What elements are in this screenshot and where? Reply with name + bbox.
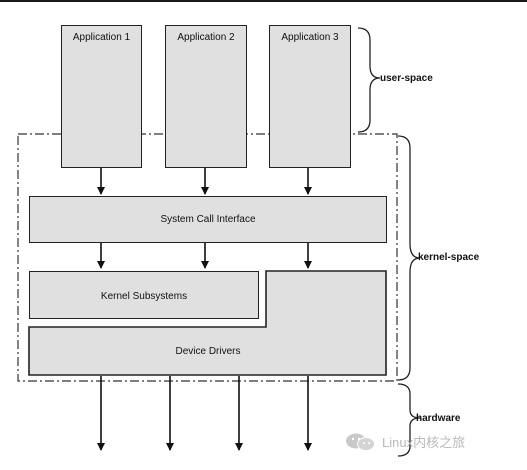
kernel-space-label: kernel-space bbox=[418, 252, 480, 263]
application-2-label: Application 2 bbox=[177, 32, 235, 43]
kernel-subsystems-label: Kernel Subsystems bbox=[100, 291, 188, 302]
hardware-brace bbox=[397, 383, 421, 457]
top-border-line bbox=[0, 0, 527, 2]
kernel-subsystems-box: Kernel Subsystems bbox=[29, 271, 259, 319]
application-3-label: Application 3 bbox=[281, 32, 339, 43]
device-drivers-label: Device Drivers bbox=[175, 346, 241, 357]
application-1-box: Application 1 bbox=[61, 25, 142, 168]
application-2-box: Application 2 bbox=[165, 25, 247, 168]
device-drivers-shape bbox=[28, 270, 387, 376]
user-space-label: user-space bbox=[380, 73, 433, 84]
system-call-interface-label: System Call Interface bbox=[160, 214, 256, 225]
hardware-label: hardware bbox=[416, 413, 461, 424]
application-3-box: Application 3 bbox=[269, 25, 351, 168]
system-call-interface-box: System Call Interface bbox=[29, 196, 387, 243]
application-1-label: Application 1 bbox=[72, 32, 131, 43]
user-space-brace bbox=[357, 27, 381, 133]
kernel-space-brace bbox=[397, 135, 421, 381]
watermark-text: Linux内核之旅 bbox=[382, 435, 466, 450]
wechat-icon bbox=[346, 433, 375, 451]
